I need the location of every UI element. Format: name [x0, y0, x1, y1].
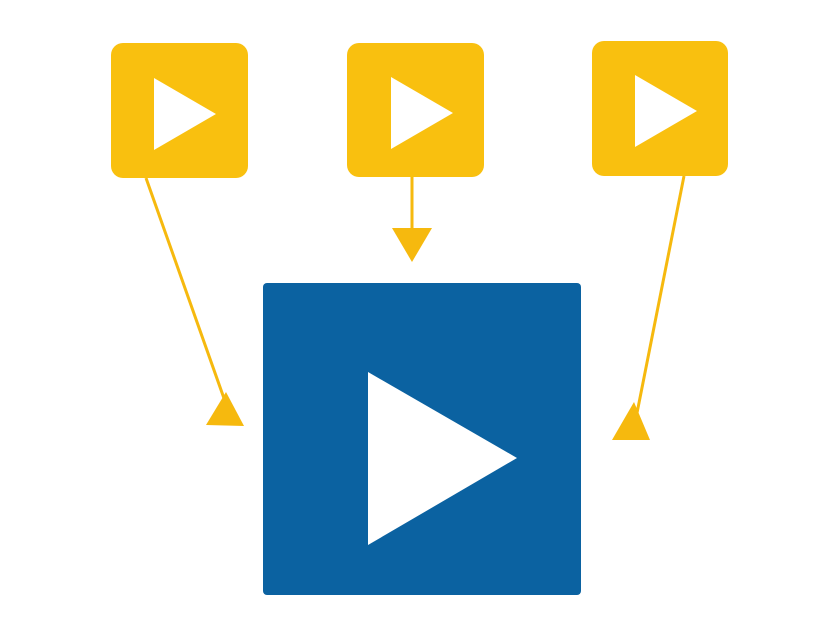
source-tile-2: [347, 43, 484, 177]
target-tile: [263, 283, 581, 595]
play-icon: [391, 77, 453, 149]
play-icon: [154, 78, 216, 150]
connectors: [144, 175, 686, 440]
arrow-source-2-to-target: [392, 176, 432, 262]
arrowhead-icon: [392, 228, 432, 262]
arrow-source-1-to-target: [144, 177, 244, 426]
arrowhead-icon: [206, 392, 244, 426]
source-tile-3: [592, 41, 728, 176]
arrow-line: [144, 177, 228, 405]
play-icon: [635, 75, 697, 147]
play-icon: [368, 372, 517, 545]
source-tile-1: [111, 43, 248, 178]
arrowhead-icon: [612, 402, 650, 440]
arrow-source-3-to-target: [612, 175, 686, 440]
arrow-line: [634, 175, 686, 419]
